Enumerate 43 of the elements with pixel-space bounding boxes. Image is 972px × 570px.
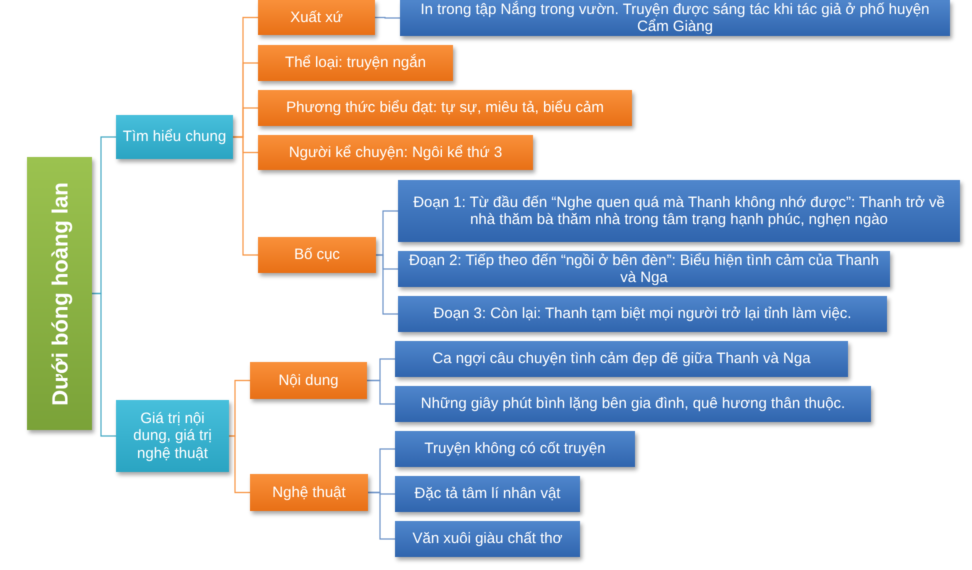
node-text: Truyện không có cốt truyện [424,440,606,458]
subtopic-box [250,362,367,399]
node-text: Xuất xứ [290,8,343,26]
connector-line [229,435,250,494]
detail-box [395,431,635,467]
detail-box [395,386,871,422]
node-text: Bố cục [294,246,340,264]
connector-line [368,492,395,540]
detail-box [398,180,960,242]
node-text: Người kể chuyện: Ngôi kể thứ 3 [288,144,502,162]
topic-box [116,115,233,159]
subtopic-box [258,135,533,170]
node-text: Phương thức biểu đạt: tự sự, miêu tả, biểu cảm [286,99,604,117]
subtopic-box [258,237,376,273]
node-text: Ca ngợi câu chuyện tình cảm đẹp đẽ giữa Thanh và Nga [432,350,811,368]
node-text: Giá trị nội dung, giá trị nghệ thuật [132,410,213,462]
subtopic-box [258,90,632,126]
detail-box [398,296,887,332]
node-text: Văn xuôi giàu chất thơ [412,530,562,548]
node-text: Nghệ thuật [272,484,346,502]
node-text: Đoạn 1: Từ đầu đến “Nghe quen quá mà Thanh không nhớ được”: Thanh trở về nhà thăm bà thăm nhà trong tâm trạng hạnh phúc, nghẹn ngào [412,194,946,228]
subtopic-box [258,0,375,35]
node-text: Đoạn 2: Tiếp theo đến “ngồi ở bên đèn”: Biểu hiện tình cảm của Thanh và Nga [408,252,880,286]
connector-line [233,136,258,256]
node-text: Nội dung [278,372,339,390]
title-text: Dưới bóng hoàng lan [46,182,72,406]
connector-line [375,16,400,19]
detail-box [395,476,580,512]
node-text: Đặc tả tâm lí nhân vật [414,485,560,503]
node-text: Đoạn 3: Còn lại: Thanh tạm biệt mọi người trở lại tỉnh làm việc. [434,305,852,323]
node-text: Tìm hiểu chung [122,128,226,146]
connector-line [376,254,398,315]
node-text: Thể loại: truyện ngắn [285,54,426,72]
subtopic-box [258,45,453,81]
title-box [27,157,92,430]
detail-box [395,341,848,377]
node-text: In trong tập Nắng trong vườn. Truyện được sáng tác khi tác giả ở phố huyện Cẩm Giàng [419,0,931,36]
subtopic-box [250,474,368,511]
connector-line [92,292,116,437]
detail-box [395,521,580,557]
connector-line [367,380,395,405]
topic-box [116,400,229,472]
node-text: Những giây phút bình lặng bên gia đình, quê hương thân thuộc. [420,395,846,413]
